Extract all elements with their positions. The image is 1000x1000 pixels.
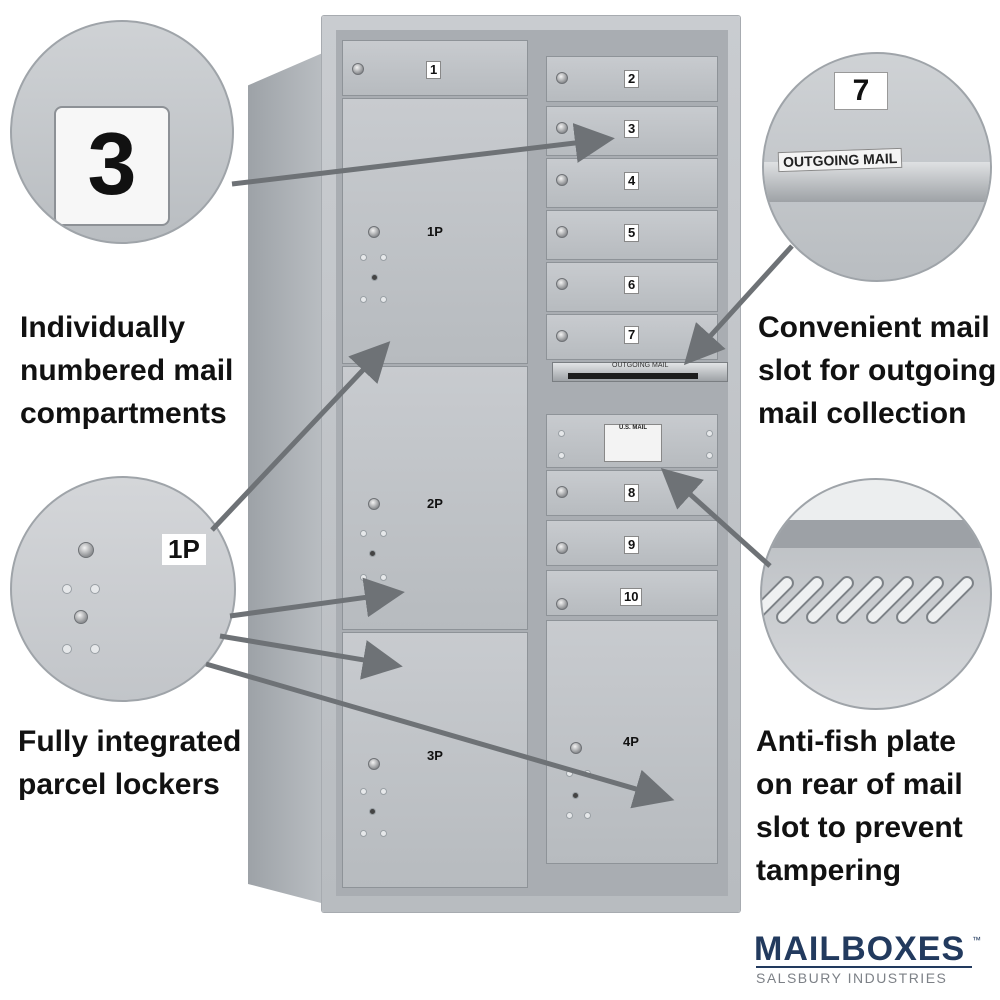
vent-hole xyxy=(90,644,100,654)
lock-icon xyxy=(556,278,568,290)
arrow-to-outgoing-slot xyxy=(683,244,794,366)
door-number-2: 2 xyxy=(624,70,640,88)
caption-outgoing-slot: Convenient mail slot for outgoing mail c… xyxy=(758,306,996,435)
door-number-1: 1 xyxy=(426,61,442,79)
caption-line: Anti-fish plate xyxy=(756,725,956,758)
door-number-4: 4 xyxy=(624,172,640,190)
outgoing-number-text: 7 xyxy=(834,72,888,110)
caption-line: on rear of mail xyxy=(756,768,963,801)
keyhole-icon xyxy=(572,792,579,799)
callout-antifish-plate xyxy=(760,478,992,710)
vent-hole xyxy=(380,788,387,795)
keyhole-icon xyxy=(371,274,378,281)
lock-icon xyxy=(556,542,568,554)
arrow-to-antifish-plate xyxy=(660,467,772,568)
outgoing-slot-opening xyxy=(568,373,698,379)
door-number-7: 7 xyxy=(624,326,640,344)
vent-hole xyxy=(62,644,72,654)
keyhole-icon xyxy=(369,808,376,815)
keyhole-icon xyxy=(74,610,88,624)
vent-hole xyxy=(360,830,367,837)
caption-antifish-plate: Anti-fish plate on rear of mail slot to … xyxy=(756,720,963,892)
caption-parcel-lockers: Fully integrated parcel lockers xyxy=(18,720,241,806)
lock-icon xyxy=(556,174,568,186)
lock-icon xyxy=(556,72,568,84)
callout-number-tag: 3 xyxy=(10,20,234,244)
lock-icon xyxy=(352,63,364,75)
vent-hole xyxy=(380,254,387,261)
vent-hole xyxy=(380,830,387,837)
caption-line: numbered mail xyxy=(20,354,234,387)
vent-hole xyxy=(566,812,573,819)
usmail-label: U.S. MAIL xyxy=(619,425,647,431)
vent-hole xyxy=(558,430,565,437)
lock-icon xyxy=(368,226,380,238)
lock-icon xyxy=(556,226,568,238)
lock-icon xyxy=(556,122,568,134)
outgoing-slot-label: OUTGOING MAIL xyxy=(612,362,669,369)
caption-numbered-compartments: Individually numbered mail compartments xyxy=(20,306,233,435)
callout-parcel-lock: 1P xyxy=(10,476,236,702)
arrow-to-parcel-4p xyxy=(205,661,675,809)
caption-line: Individually xyxy=(20,311,186,344)
caption-line: mail collection xyxy=(758,397,967,430)
parcel-label-3p: 3P xyxy=(427,748,443,763)
antifish-slots-graphic xyxy=(762,480,990,624)
door-number-10: 10 xyxy=(620,588,643,606)
arrow-to-parcel-3p xyxy=(219,633,403,680)
caption-line: slot to prevent xyxy=(756,811,963,844)
number-tag-text: 3 xyxy=(87,114,137,213)
vent-hole xyxy=(62,584,72,594)
vent-hole xyxy=(706,452,713,459)
parcel-label-1p: 1P xyxy=(427,224,443,239)
parcel-label-4p: 4P xyxy=(623,734,639,749)
lock-icon xyxy=(556,598,568,610)
lock-icon xyxy=(556,486,568,498)
door-number-5: 5 xyxy=(624,224,640,242)
vent-hole xyxy=(558,452,565,459)
parcel-label-2p: 2P xyxy=(427,496,443,511)
logo-divider xyxy=(756,966,972,968)
vent-hole xyxy=(360,788,367,795)
arrow-to-parcel-1p xyxy=(210,341,391,532)
caption-line: tampering xyxy=(756,854,902,887)
vent-hole xyxy=(380,296,387,303)
lock-icon xyxy=(368,498,380,510)
parcel-tag-text: 1P xyxy=(162,534,206,565)
lock-icon xyxy=(570,742,582,754)
vent-hole xyxy=(706,430,713,437)
door-number-9: 9 xyxy=(624,536,640,554)
door-number-6: 6 xyxy=(624,276,640,294)
lock-icon xyxy=(368,758,380,770)
arrow-to-door-3 xyxy=(231,123,615,187)
usmail-plate: U.S. MAIL xyxy=(604,424,662,462)
trademark-symbol: ™ xyxy=(972,935,981,945)
keyhole-icon xyxy=(369,550,376,557)
vent-hole xyxy=(360,530,367,537)
mail-door-1[interactable] xyxy=(342,40,528,96)
vent-hole xyxy=(360,296,367,303)
brand-logo: MAILBOXES xyxy=(754,930,966,968)
vent-hole xyxy=(360,254,367,261)
caption-line: parcel lockers xyxy=(18,768,220,801)
vent-hole xyxy=(380,530,387,537)
door-number-8: 8 xyxy=(624,484,640,502)
lock-icon xyxy=(556,330,568,342)
caption-line: compartments xyxy=(20,397,227,430)
door-number-3: 3 xyxy=(624,120,640,138)
arrow-to-parcel-2p xyxy=(229,577,405,619)
vent-hole xyxy=(584,812,591,819)
vent-hole xyxy=(90,584,100,594)
lock-icon xyxy=(78,542,94,558)
brand-tagline: SALSBURY INDUSTRIES xyxy=(756,970,948,986)
number-tag-plate xyxy=(54,106,170,226)
caption-line: Fully integrated xyxy=(18,725,242,758)
callout-outgoing-slot: 7 OUTGOING MAIL xyxy=(762,52,992,282)
caption-line: Convenient mail xyxy=(758,311,990,344)
caption-line: slot for outgoing xyxy=(758,354,997,387)
